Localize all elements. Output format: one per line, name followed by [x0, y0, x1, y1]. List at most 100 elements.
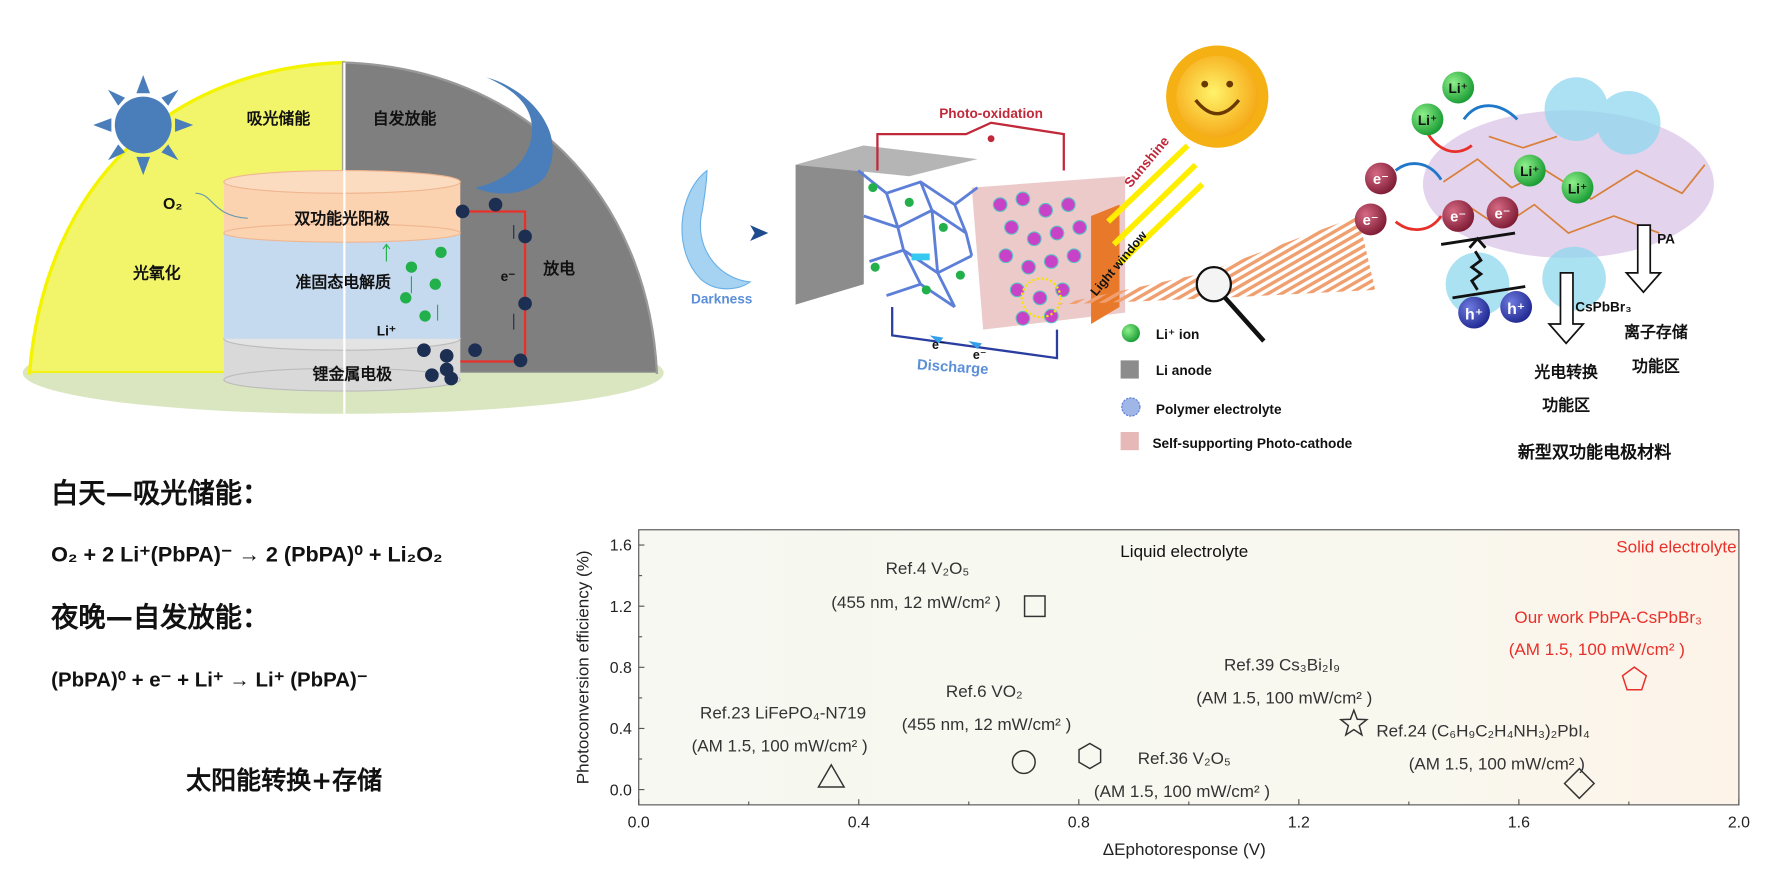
- day-label: 吸光储能: [247, 109, 311, 128]
- li-ion-dots: [400, 246, 447, 322]
- point-condition-label: (AM 1.5, 100 mW/cm² ): [692, 736, 868, 755]
- plot-area: [638, 529, 1740, 806]
- cspbbr3-clusters: [1445, 77, 1661, 317]
- electron-label-1: e⁻: [932, 338, 946, 352]
- polymer-network-icon: [1121, 397, 1141, 417]
- point-label: Ref.24 (C₆H₉C₂H₄NH₃)₂PbI₄: [1376, 722, 1590, 741]
- point-label: Ref.39 Cs₃Bi₂I₉: [1224, 656, 1340, 675]
- bifunctional-electrode-diagram: Li⁺ Li⁺ Li⁺ Li⁺ e⁻ e⁻ e⁻ e⁻ h⁺ h⁺ PA CsP…: [1354, 71, 1714, 463]
- point-label: Our work PbPA-CsPbBr₃: [1514, 608, 1702, 627]
- electrode-material-caption: 新型双功能电极材料: [1518, 442, 1671, 463]
- square-marker: [1023, 595, 1046, 618]
- x-tick-label: 1.6: [1508, 815, 1530, 832]
- solid-electrolyte-label: Solid electrolyte: [1616, 537, 1736, 556]
- li-anode-block: [795, 145, 864, 305]
- day-equation: O₂ + 2 Li⁺(PbPA)⁻ → 2 (PbPA)⁰ + Li₂O₂: [51, 542, 442, 567]
- o2-label: O₂: [163, 196, 182, 213]
- curved-arrow-icon: [1462, 104, 1519, 121]
- cspbbr3-label: CsPbBr₃: [1575, 299, 1631, 314]
- x-tick-label: 1.2: [1288, 815, 1310, 832]
- switch-contact: [987, 135, 995, 143]
- night-equation: (PbPA)⁰ + e⁻ + Li⁺ → Li⁺ (PbPA)⁻: [51, 669, 368, 692]
- electron-dots: [417, 197, 532, 386]
- legend-label: Self-supporting Photo-cathode: [1152, 436, 1352, 451]
- photo-oxidation-label: 光氧化: [132, 264, 181, 283]
- point-label: Ref.23 LiFePO₄-N719: [700, 703, 866, 722]
- star-marker: [1338, 708, 1369, 737]
- diamond-marker: [1563, 767, 1596, 800]
- photo-oxidation-label: Photo-oxidation: [939, 106, 1043, 121]
- y-tick-label: 1.2: [610, 599, 632, 616]
- point-condition-label: (AM 1.5, 100 mW/cm² ): [1196, 689, 1372, 708]
- electrolyte-label: 准固态电解质: [296, 273, 392, 292]
- smiling-sun-icon: [1166, 45, 1269, 148]
- gray-cube-icon: [1120, 360, 1139, 379]
- ion-storage-label: 离子存储: [1624, 323, 1688, 342]
- discharge-circuit: [891, 306, 1059, 360]
- ion-arrow-icon: [911, 253, 930, 261]
- hole-label: h⁺: [1465, 306, 1483, 323]
- legend-label: Li anode: [1156, 363, 1212, 378]
- night-label: 自发放能: [373, 109, 437, 128]
- electron-flow-arrow-icons: [929, 335, 982, 350]
- external-circuit: [460, 210, 527, 363]
- y-axis-label: Photoconversion efficiency (%): [574, 550, 593, 784]
- curved-arrow-icon: [1394, 215, 1443, 231]
- ion-storage-zone-label: 功能区: [1632, 357, 1680, 376]
- point-condition-label: (455 nm, 12 mW/cm² ): [831, 593, 1001, 612]
- legend-label: Polymer electrolyte: [1156, 402, 1282, 417]
- x-axis-label: ΔEphotoresponse (V): [1103, 840, 1266, 859]
- y-tick-label: 0.8: [610, 660, 632, 677]
- li-anode-top: [795, 145, 978, 177]
- hollow-down-arrow-icon: [1547, 271, 1586, 345]
- polymer-network: [857, 169, 979, 309]
- zoom-beam: [1056, 215, 1376, 305]
- li-ion-label: Li⁺: [1449, 81, 1468, 96]
- zoom-highlight-circle: [1020, 277, 1062, 319]
- point-label: Ref.6 VO₂: [946, 682, 1023, 701]
- sleeping-moon-icon: [681, 169, 752, 290]
- battery-3d-diagram: Darkness Photo-oxidation e⁻ e⁻ Discharge: [681, 45, 1376, 451]
- curved-arrow-icon: [1394, 162, 1443, 181]
- triangle-marker: [817, 763, 846, 788]
- li-ion-label: Li⁺: [1418, 113, 1437, 128]
- x-tick-label: 0.4: [848, 815, 870, 832]
- up-arrow-icons: [382, 243, 439, 321]
- electron-balls: [1354, 162, 1519, 236]
- o2-arrow-icon: [195, 192, 248, 219]
- li-electrode-label: 锂金属电极: [313, 365, 393, 384]
- photo-conversion-zone-label: 功能区: [1542, 395, 1590, 414]
- y-tick-label: 1.6: [610, 538, 632, 555]
- electron-label: e⁻: [1494, 206, 1510, 222]
- x-tick-label: 2.0: [1728, 815, 1750, 832]
- hexagon-marker: [1078, 742, 1102, 770]
- moon-icon: [475, 77, 553, 194]
- point-condition-label: (455 nm, 12 mW/cm² ): [902, 715, 1072, 734]
- hole-label: h⁺: [1507, 301, 1525, 318]
- li-ion-label: Li⁺: [1520, 164, 1539, 179]
- liquid-electrolyte-label: Liquid electrolyte: [1120, 542, 1248, 561]
- summary-label: 太阳能转换+存储: [186, 766, 382, 795]
- electron-label: e⁻: [1450, 210, 1466, 226]
- legend-label: Li⁺ ion: [1156, 327, 1200, 342]
- pink-cube-icon: [1120, 431, 1139, 451]
- photoanode-label: 双功能光阳极: [294, 209, 390, 228]
- point-label: Ref.36 V₂O₅: [1138, 749, 1231, 768]
- photo-conversion-label: 光电转换: [1533, 362, 1598, 381]
- electron-label-2: e⁻: [973, 348, 987, 362]
- x-tick-label: 0.0: [628, 815, 650, 832]
- night-heading: 夜晚—自发放能：: [50, 601, 269, 633]
- y-tick-label: 0.0: [610, 782, 632, 799]
- curved-arrow-icon: [1425, 130, 1473, 153]
- point-condition-label: (AM 1.5, 100 mW/cm² ): [1094, 782, 1270, 801]
- y-tick-label: 0.4: [610, 721, 632, 738]
- sunlight-rays: [1106, 143, 1205, 266]
- electron-label: e⁻: [1363, 213, 1379, 229]
- point-condition-label: (AM 1.5, 100 mW/cm² ): [1509, 640, 1685, 659]
- electron-label: e⁻: [501, 269, 516, 284]
- efficiency-scatter-chart: Liquid electrolyte Solid electrolyte ΔEp…: [574, 529, 1750, 859]
- valence-band-line: [1452, 285, 1526, 300]
- pentagon-marker: [1621, 666, 1648, 691]
- discharge-label: Discharge: [917, 357, 989, 378]
